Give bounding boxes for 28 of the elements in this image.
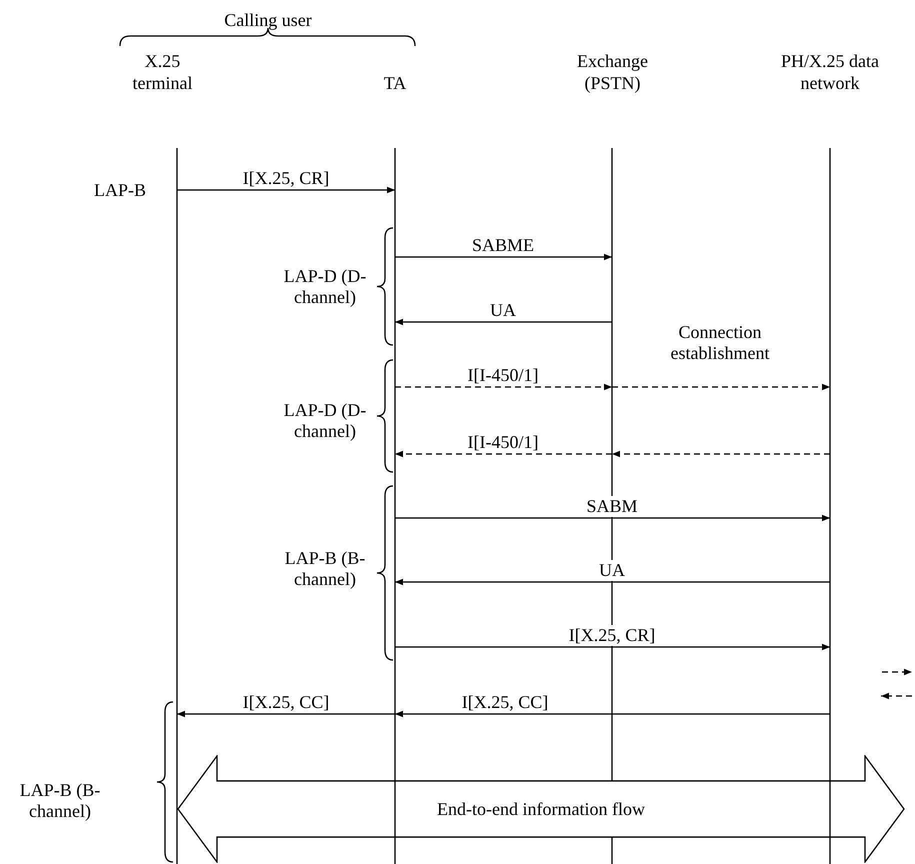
message-arrow	[612, 450, 830, 458]
message-arrow	[395, 450, 612, 458]
message-arrow	[881, 692, 912, 700]
message-arrow	[882, 668, 912, 676]
flow-label: End-to-end information flow	[436, 798, 646, 820]
protocol-label: LAP-B (B-channel)	[284, 548, 366, 590]
note-label: Connection establishment	[670, 322, 770, 364]
protocol-label: LAP-D (D-channel)	[282, 266, 368, 308]
message-arrow	[395, 514, 830, 522]
message-arrow	[395, 384, 612, 390]
message-arrow	[395, 254, 612, 260]
message-label: UA	[597, 560, 627, 581]
message-arrow	[395, 578, 830, 586]
protocol-label: LAP-D (D-channel)	[282, 400, 368, 442]
protocol-label: LAP-B (B-channel)	[18, 780, 102, 822]
participant-header: X.25 terminal	[132, 50, 194, 94]
message-arrow	[395, 318, 612, 326]
participant-header: Exchange (PSTN)	[576, 50, 649, 94]
participant-header: TA	[382, 72, 408, 94]
group-label: Calling user	[223, 10, 313, 31]
double-arrow	[177, 755, 905, 863]
message-arrow	[395, 710, 830, 718]
message-arrow	[177, 710, 395, 718]
message-arrow	[395, 644, 830, 650]
message-arrow	[612, 384, 830, 390]
participant-header: PH/X.25 data network	[780, 50, 880, 94]
message-arrow	[177, 186, 395, 194]
protocol-label: LAP-B	[92, 180, 147, 201]
